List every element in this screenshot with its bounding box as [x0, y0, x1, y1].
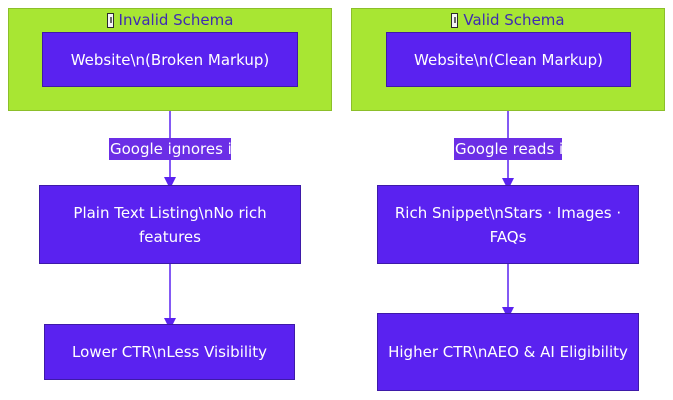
cluster-title-label: Valid Schema [463, 11, 565, 29]
node-label: Higher CTR\nAEO & AI Eligibility [388, 343, 628, 361]
node-clean-markup: Website\n(Clean Markup) [386, 32, 631, 87]
edge-label-reads: Google reads it [454, 138, 570, 160]
document-icon [106, 12, 114, 28]
cluster-title-label: Invalid Schema [118, 11, 234, 29]
node-label: Plain Text Listing\nNo rich features [73, 203, 267, 246]
edge-label-ignores: Google ignores it [109, 138, 238, 160]
node-rich-snippet: Rich Snippet\nStars · Images · FAQs [377, 185, 639, 264]
node-label: Website\n(Broken Markup) [70, 50, 270, 69]
node-lower-ctr: Lower CTR\nLess Visibility [44, 324, 295, 380]
cluster-title: Valid Schema [352, 9, 664, 31]
node-label: Rich Snippet\nStars · Images · FAQs [394, 203, 622, 246]
node-label: Lower CTR\nLess Visibility [72, 343, 267, 361]
node-plain-text-listing: Plain Text Listing\nNo rich features [39, 185, 301, 264]
document-icon [451, 12, 459, 28]
node-higher-ctr: Higher CTR\nAEO & AI Eligibility [377, 313, 639, 391]
node-broken-markup: Website\n(Broken Markup) [42, 32, 298, 87]
cluster-title: Invalid Schema [9, 9, 331, 31]
node-label: Website\n(Clean Markup) [414, 50, 603, 69]
